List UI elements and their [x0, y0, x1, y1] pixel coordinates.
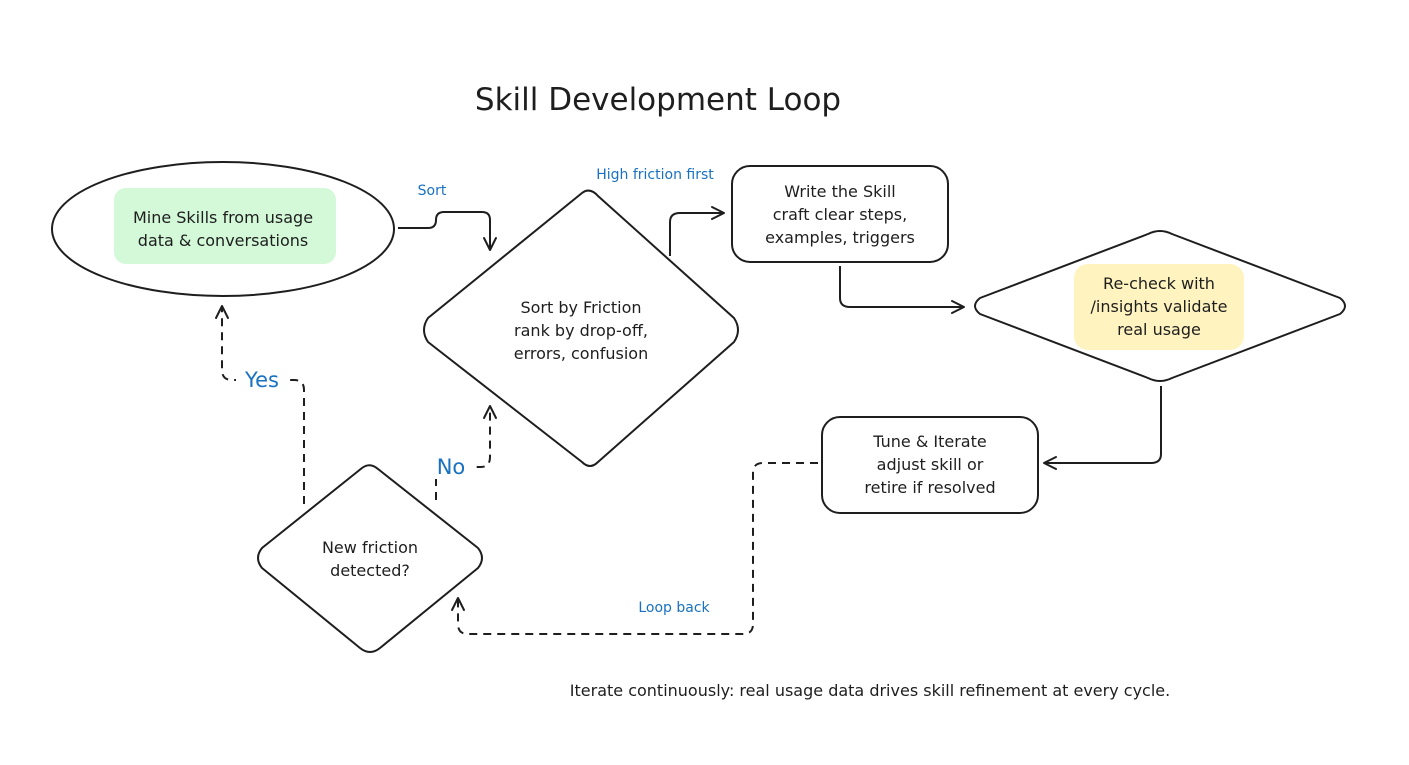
node-mine-skills: Mine Skills from usage data & conversati…: [51, 161, 395, 297]
arrow-write-to-recheck: [839, 266, 965, 314]
tune-line-2: adjust skill or: [877, 455, 984, 474]
recheck-line-1: Re-check with: [1103, 274, 1215, 293]
write-line-1: Write the Skill: [784, 182, 895, 201]
sort-line-3: errors, confusion: [514, 344, 648, 363]
new-friction-line-2: detected?: [330, 561, 410, 580]
edge-label-sort: Sort: [418, 183, 447, 199]
tune-line-1: Tune & Iterate: [872, 432, 986, 451]
recheck-line-3: real usage: [1117, 320, 1201, 339]
arrow-tune-loop-back: [451, 462, 818, 635]
edge-label-no: No: [437, 455, 466, 479]
node-tune-iterate: Tune & Iterate adjust skill or retire if…: [821, 416, 1039, 514]
recheck-highlight: [1074, 264, 1244, 350]
arrow-recheck-to-tune: [1043, 386, 1162, 470]
edge-label-high-friction: High friction first: [596, 167, 714, 183]
sort-line-1: Sort by Friction: [520, 298, 641, 317]
sort-line-2: rank by drop-off,: [514, 321, 648, 340]
mine-line-2: data & conversations: [138, 231, 308, 250]
edge-label-loop-back: Loop back: [638, 600, 710, 616]
write-line-2: craft clear steps,: [773, 205, 907, 224]
recheck-line-2: /insights validate: [1091, 297, 1228, 316]
mine-highlight: [114, 188, 336, 264]
arrow-yes-to-mine: [215, 305, 305, 504]
diagram-title: Skill Development Loop: [475, 82, 841, 118]
tune-line-3: retire if resolved: [864, 478, 995, 497]
yes-label-bg: [236, 366, 286, 392]
node-sort-by-friction: Sort by Friction rank by drop-off, error…: [423, 189, 739, 467]
footer-note: Iterate continuously: real usage data dr…: [570, 681, 1170, 700]
mine-line-1: Mine Skills from usage: [133, 208, 313, 227]
edge-label-yes: Yes: [244, 368, 279, 392]
arrow-sort-to-write: [669, 206, 725, 256]
write-line-3: examples, triggers: [765, 228, 915, 247]
arrow-mine-to-sort: [398, 211, 497, 251]
node-write-the-skill: Write the Skill craft clear steps, examp…: [731, 165, 949, 263]
node-new-friction: New friction detected?: [257, 464, 483, 653]
node-recheck-insights: Re-check with /insights validate real us…: [974, 230, 1346, 382]
new-friction-line-1: New friction: [322, 538, 418, 557]
no-label-bg: [430, 453, 472, 479]
